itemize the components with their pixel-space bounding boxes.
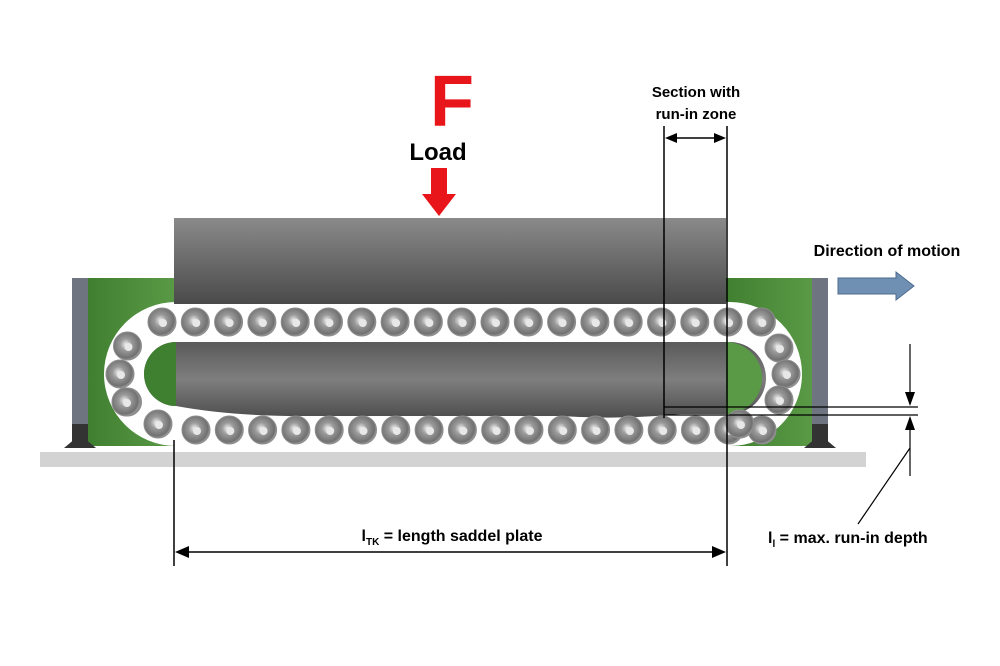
ball-highlight xyxy=(625,319,634,327)
core-right-end xyxy=(726,342,762,414)
ball-highlight xyxy=(776,397,784,405)
left-seal xyxy=(64,424,96,448)
load-arrow xyxy=(422,168,456,216)
ball-highlight xyxy=(325,319,334,327)
rolling-balls xyxy=(105,307,801,445)
core-left-end xyxy=(144,342,176,406)
ball-highlight xyxy=(625,427,634,435)
ball-highlight xyxy=(123,399,131,407)
runin-arrow-up xyxy=(905,416,915,430)
ball-highlight xyxy=(659,427,668,435)
ball-highlight xyxy=(592,427,601,435)
runin-leader-line xyxy=(857,447,911,525)
right-end-plate xyxy=(812,278,828,446)
ball-highlight xyxy=(559,427,568,435)
ball-highlight xyxy=(458,319,467,327)
load-label: Load xyxy=(409,139,466,166)
right-seal xyxy=(804,424,836,448)
ball-highlight xyxy=(525,319,534,327)
ball-highlight xyxy=(459,427,468,435)
ball-highlight xyxy=(326,427,335,435)
ball-highlight xyxy=(259,427,268,435)
section-label-line1: Section with xyxy=(652,84,740,101)
ball-highlight xyxy=(692,427,701,435)
section-arrow-right xyxy=(714,133,726,143)
ball-highlight xyxy=(292,427,301,435)
direction-label: Direction of motion xyxy=(814,243,961,260)
ball-highlight xyxy=(225,319,234,327)
ball-highlight xyxy=(117,371,125,379)
ball-highlight xyxy=(591,319,600,327)
ball-highlight xyxy=(159,319,167,327)
guide-rail xyxy=(40,452,866,467)
ball-highlight xyxy=(558,319,567,327)
ball-highlight xyxy=(292,319,301,327)
runin-arrow-down xyxy=(905,392,915,406)
ball-highlight xyxy=(526,427,534,435)
direction-arrow xyxy=(837,270,915,302)
length-label: lTK = length saddel plate xyxy=(362,528,543,548)
ball-highlight xyxy=(758,319,767,327)
saddle-plate xyxy=(174,218,726,304)
ball-highlight xyxy=(358,319,367,327)
ball-highlight xyxy=(193,427,201,435)
ball-highlight xyxy=(492,319,500,327)
ball-highlight xyxy=(226,427,235,435)
ball-highlight xyxy=(759,427,768,435)
ball-highlight xyxy=(155,421,163,429)
ball-highlight xyxy=(737,421,745,429)
ball-highlight xyxy=(658,319,667,327)
left-end-plate xyxy=(72,278,88,446)
ball-highlight xyxy=(124,343,133,351)
ball-highlight xyxy=(392,319,401,327)
force-symbol: F xyxy=(430,62,474,142)
ball-highlight xyxy=(359,427,368,435)
carriage-core xyxy=(144,342,766,418)
ball-highlight xyxy=(783,371,791,379)
ball-highlight xyxy=(425,319,434,327)
ball-highlight xyxy=(492,427,501,435)
runin-label: ll = max. run-in depth xyxy=(768,530,928,550)
ball-highlight xyxy=(691,319,700,327)
length-arrow-right xyxy=(712,546,726,558)
section-label-line2: run-in zone xyxy=(656,106,737,123)
ball-highlight xyxy=(192,319,201,327)
ball-highlight xyxy=(426,427,435,435)
section-arrow-left xyxy=(665,133,677,143)
length-arrow-left xyxy=(175,546,189,558)
ball-highlight xyxy=(776,345,784,353)
ball-highlight xyxy=(258,319,267,327)
ball-highlight xyxy=(392,427,401,435)
